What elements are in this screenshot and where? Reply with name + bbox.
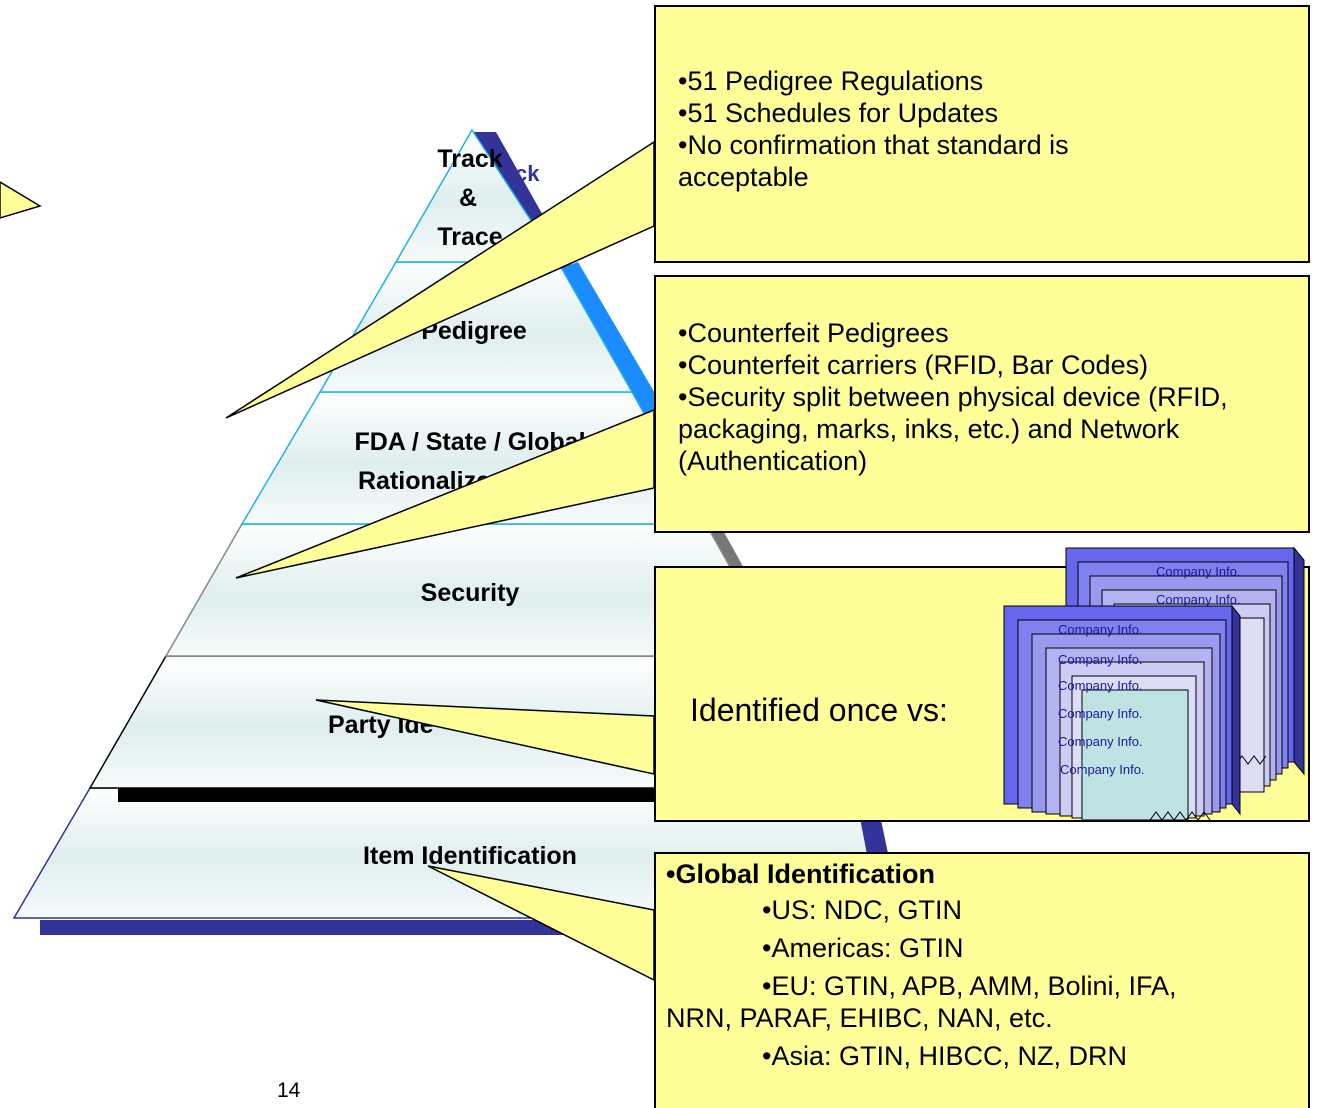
callout-track-trace: •51 Pedigree Regulations •51 Schedules f… <box>654 5 1310 263</box>
callout-track-line: •No confirmation that standard is accept… <box>678 130 1069 192</box>
card-label: Company Info. <box>1156 592 1241 607</box>
tier-label-track: Track <box>437 145 502 173</box>
card-label: Company Info. <box>1060 762 1145 777</box>
callout-track-line: •51 Pedigree Regulations <box>678 66 984 96</box>
card-stack-front: Company Info. Company Info. Company Info… <box>1003 604 1241 821</box>
tier-label-fda: FDA / State / Global <box>354 428 585 456</box>
tier-label-security: Security <box>421 579 520 607</box>
callout-item-line: •US: NDC, GTIN <box>762 895 962 925</box>
card-label: Company Info. <box>1058 706 1143 721</box>
callout-item-heading: •Global Identification <box>666 859 935 889</box>
callout-item: •Global Identification •US: NDC, GTIN •A… <box>654 852 1310 1108</box>
page-number: 14 <box>277 1079 301 1102</box>
company-info-stack: Company Info. Company Info. Company Info… <box>1003 546 1305 821</box>
card-label: Company Info. <box>1156 564 1241 579</box>
card-label: Company Info. <box>1058 622 1143 637</box>
card-label: Company Info. <box>1058 652 1143 667</box>
callout-security: •Counterfeit Pedigrees •Counterfeit carr… <box>654 275 1310 533</box>
callout-track-line: •51 Schedules for Updates <box>678 98 999 128</box>
callout-security-line: •Security split between physical device … <box>678 382 1228 476</box>
card-label: Company Info. <box>1058 734 1143 749</box>
card-label: Company Info. <box>1058 678 1143 693</box>
tier-label-item: Item Identification <box>363 842 577 870</box>
callout-item-line: •EU: GTIN, APB, AMM, Bolini, IFA, NRN, P… <box>666 971 1177 1033</box>
callout-security-line: •Counterfeit Pedigrees <box>678 318 949 348</box>
callout-item-line: •Americas: GTIN <box>762 933 964 963</box>
identified-once-text: Identified once vs: <box>690 692 948 728</box>
callout-item-line: •Asia: GTIN, HIBCC, NZ, DRN <box>762 1041 1127 1071</box>
callout-pointer-left-partial <box>0 181 42 219</box>
tier-shadow-label: ck <box>515 161 540 186</box>
tier-black-bar <box>118 788 663 802</box>
tier-label-and: & <box>459 184 477 212</box>
callout-security-line: •Counterfeit carriers (RFID, Bar Codes) <box>678 350 1149 380</box>
